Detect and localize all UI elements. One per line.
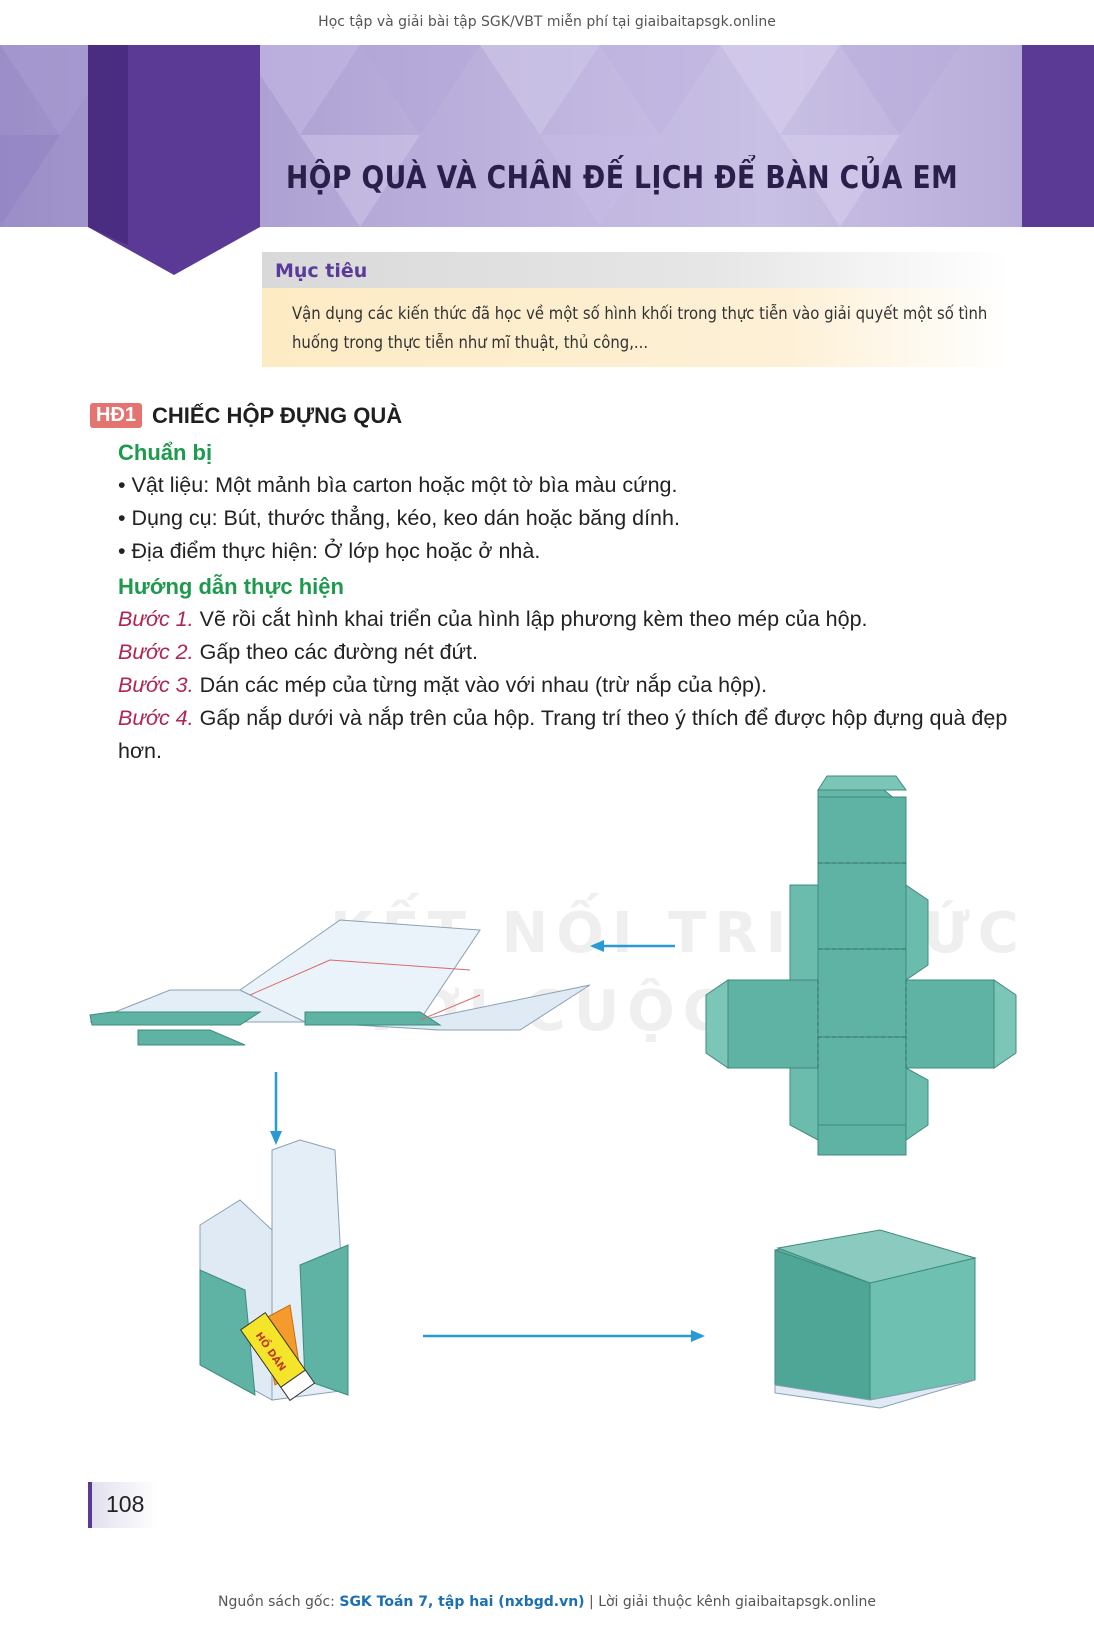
arrow-down <box>270 1072 282 1145</box>
step-text: Vẽ rồi cắt hình khai triển của hình lập … <box>193 607 868 631</box>
finished-box <box>774 1229 977 1409</box>
step-label: Bước 1. <box>118 607 194 631</box>
source-suffix: | Lời giải thuộc kênh giaibaitapsgk.onli… <box>584 1594 876 1610</box>
step-text: Dán các mép của từng mặt vào với nhau (t… <box>193 673 768 697</box>
cube-net <box>705 775 1017 1156</box>
step-text: Gấp theo các đường nét đứt. <box>193 640 478 664</box>
goal-header: Mục tiêu <box>262 252 1010 288</box>
banner-ribbon <box>88 45 260 275</box>
activity-title: CHIẾC HỘP ĐỰNG QUÀ <box>152 403 403 428</box>
arrow-left <box>590 940 675 952</box>
source-link[interactable]: SGK Toán 7, tập hai (nxbgd.vn) <box>339 1594 585 1610</box>
page-number-box: 108 <box>88 1482 158 1528</box>
goal-box: Mục tiêu Vận dụng các kiến thức đã học v… <box>262 252 1010 367</box>
folded-net <box>89 919 591 1046</box>
activity-badge: HĐ1 <box>90 403 143 428</box>
step-label: Bước 2. <box>118 640 194 664</box>
step-4: Bước 4. Gấp nắp dưới và nắp trên của hộp… <box>118 702 1028 768</box>
step-1: Bước 1. Vẽ rồi cắt hình khai triển của h… <box>118 603 1018 636</box>
step-2: Bước 2. Gấp theo các đường nét đứt. <box>118 636 1018 669</box>
arrow-right <box>423 1330 705 1342</box>
prepare-item: • Vật liệu: Một mảnh bìa carton hoặc một… <box>118 473 678 497</box>
step-label: Bước 3. <box>118 673 194 697</box>
prepare-item: • Địa điểm thực hiện: Ở lớp học hoặc ở n… <box>118 539 541 563</box>
banner-right-strip <box>1022 45 1094 227</box>
illustration: HỒ DÁN <box>89 775 1017 1409</box>
partial-box: HỒ DÁN <box>199 1139 349 1402</box>
step-label: Bước 4. <box>118 706 194 730</box>
source-prefix: Nguồn sách gốc: <box>218 1594 340 1610</box>
page-title: HỘP QUÀ VÀ CHÂN ĐẾ LỊCH ĐỂ BÀN CỦA EM <box>286 160 959 196</box>
goal-text: Vận dụng các kiến thức đã học về một số … <box>292 304 988 352</box>
goal-heading: Mục tiêu <box>275 260 368 282</box>
prepare-item: • Dụng cụ: Bút, thước thẳng, kéo, keo dá… <box>118 506 680 530</box>
step-text: Gấp nắp dưới và nắp trên của hộp. Trang … <box>118 706 1008 763</box>
top-note: Học tập và giải bài tập SGK/VBT miễn phí… <box>318 14 776 30</box>
guide-heading: Hướng dẫn thực hiện <box>118 574 344 599</box>
bottom-note: Nguồn sách gốc: SGK Toán 7, tập hai (nxb… <box>0 1594 1094 1610</box>
step-3: Bước 3. Dán các mép của từng mặt vào với… <box>118 669 1018 702</box>
page-number: 108 <box>106 1491 145 1517</box>
prepare-heading: Chuẩn bị <box>118 440 213 465</box>
